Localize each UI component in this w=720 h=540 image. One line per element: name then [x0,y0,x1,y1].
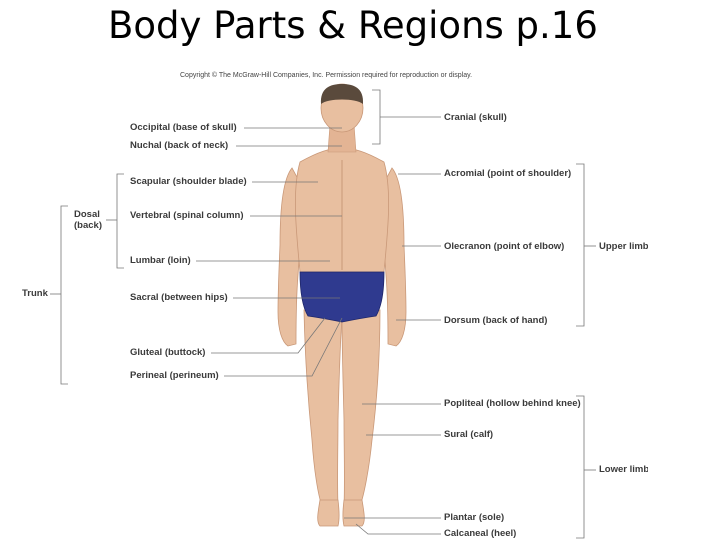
label-popliteal: Popliteal (hollow behind knee) [444,398,581,409]
label-sacral: Sacral (between hips) [130,292,228,303]
label-olecranon: Olecranon (point of elbow) [444,241,565,252]
right-foot [342,499,365,527]
label-occipital: Occipital (base of skull) [130,122,237,133]
bracket-lower-limb [576,395,585,539]
label-gluteal: Gluteal (buttock) [130,347,206,358]
label-trunk: Trunk [22,288,48,299]
leader-gluteal [211,317,326,354]
label-cranial: Cranial (skull) [444,112,507,123]
left-leg [303,309,343,507]
bracket-dosal [116,173,124,269]
label-upper-limb: Upper limb [599,241,648,252]
label-dosal-sub: (back) [74,220,102,231]
label-acromial: Acromial (point of shoulder) [444,168,572,179]
right-leg [341,309,381,507]
label-sural: Sural (calf) [444,429,494,440]
figure-back-view [277,83,407,527]
label-scapular: Scapular (shoulder blade) [130,176,247,187]
leader-calcaneal [355,523,441,535]
label-lumbar: Lumbar (loin) [130,255,191,266]
bracket-upper-limb [576,163,585,327]
hair [320,84,364,104]
label-dorsum: Dorsum (back of hand) [444,315,548,326]
copyright-notice: Copyright © The McGraw-Hill Companies, I… [180,72,473,79]
label-calcaneal: Calcaneal (heel) [444,528,517,539]
leader-cranial [372,89,381,145]
left-foot [317,499,340,527]
bracket-trunk [60,205,68,385]
label-vertebral: Vertebral (spinal column) [130,210,244,221]
label-nuchal: Nuchal (back of neck) [130,140,229,151]
label-plantar: Plantar (sole) [444,512,505,523]
label-perineal: Perineal (perineum) [130,370,219,381]
label-dosal: Dosal [74,209,100,220]
leader-perineal [224,317,343,377]
briefs [299,271,385,323]
label-lower-limb: Lower limb [599,464,648,475]
page-title: Body Parts & Regions p.16 [108,4,598,47]
leader-lines [50,89,596,539]
